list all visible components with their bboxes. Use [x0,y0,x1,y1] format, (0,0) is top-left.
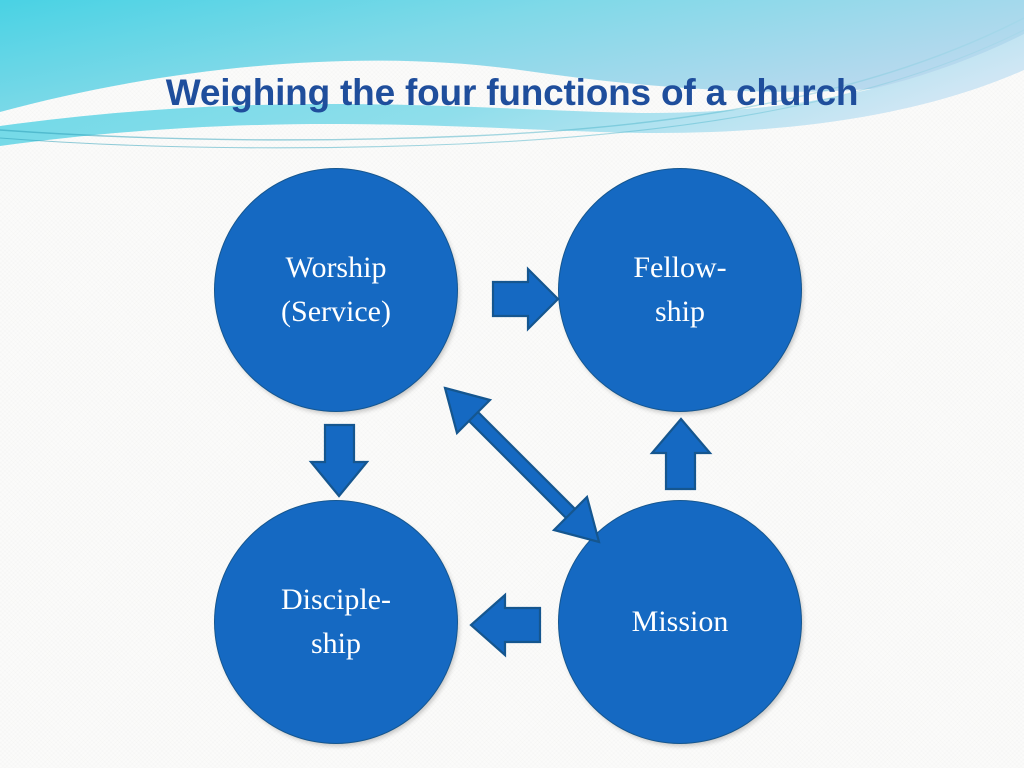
node-fellowship[interactable]: Fellow- ship [559,169,801,411]
wave-hairline-2 [0,29,1024,149]
node-mission-label: Mission [631,604,729,638]
node-worship-label: Worship (Service) [281,250,391,328]
page-title: Weighing the four functions of a church [165,72,859,113]
node-worship[interactable]: Worship (Service) [215,169,457,411]
wave-hairline-1 [0,17,1024,141]
node-mission[interactable]: Mission [559,501,801,743]
wave-shape-primary [0,0,1024,112]
node-discipleship[interactable]: Disciple- ship [215,501,457,743]
node-fellowship-label: Fellow- ship [633,250,727,328]
decorative-wave-band [0,0,1024,149]
node-discipleship-label: Disciple- ship [281,582,391,660]
wave-shape-secondary [0,34,1024,146]
